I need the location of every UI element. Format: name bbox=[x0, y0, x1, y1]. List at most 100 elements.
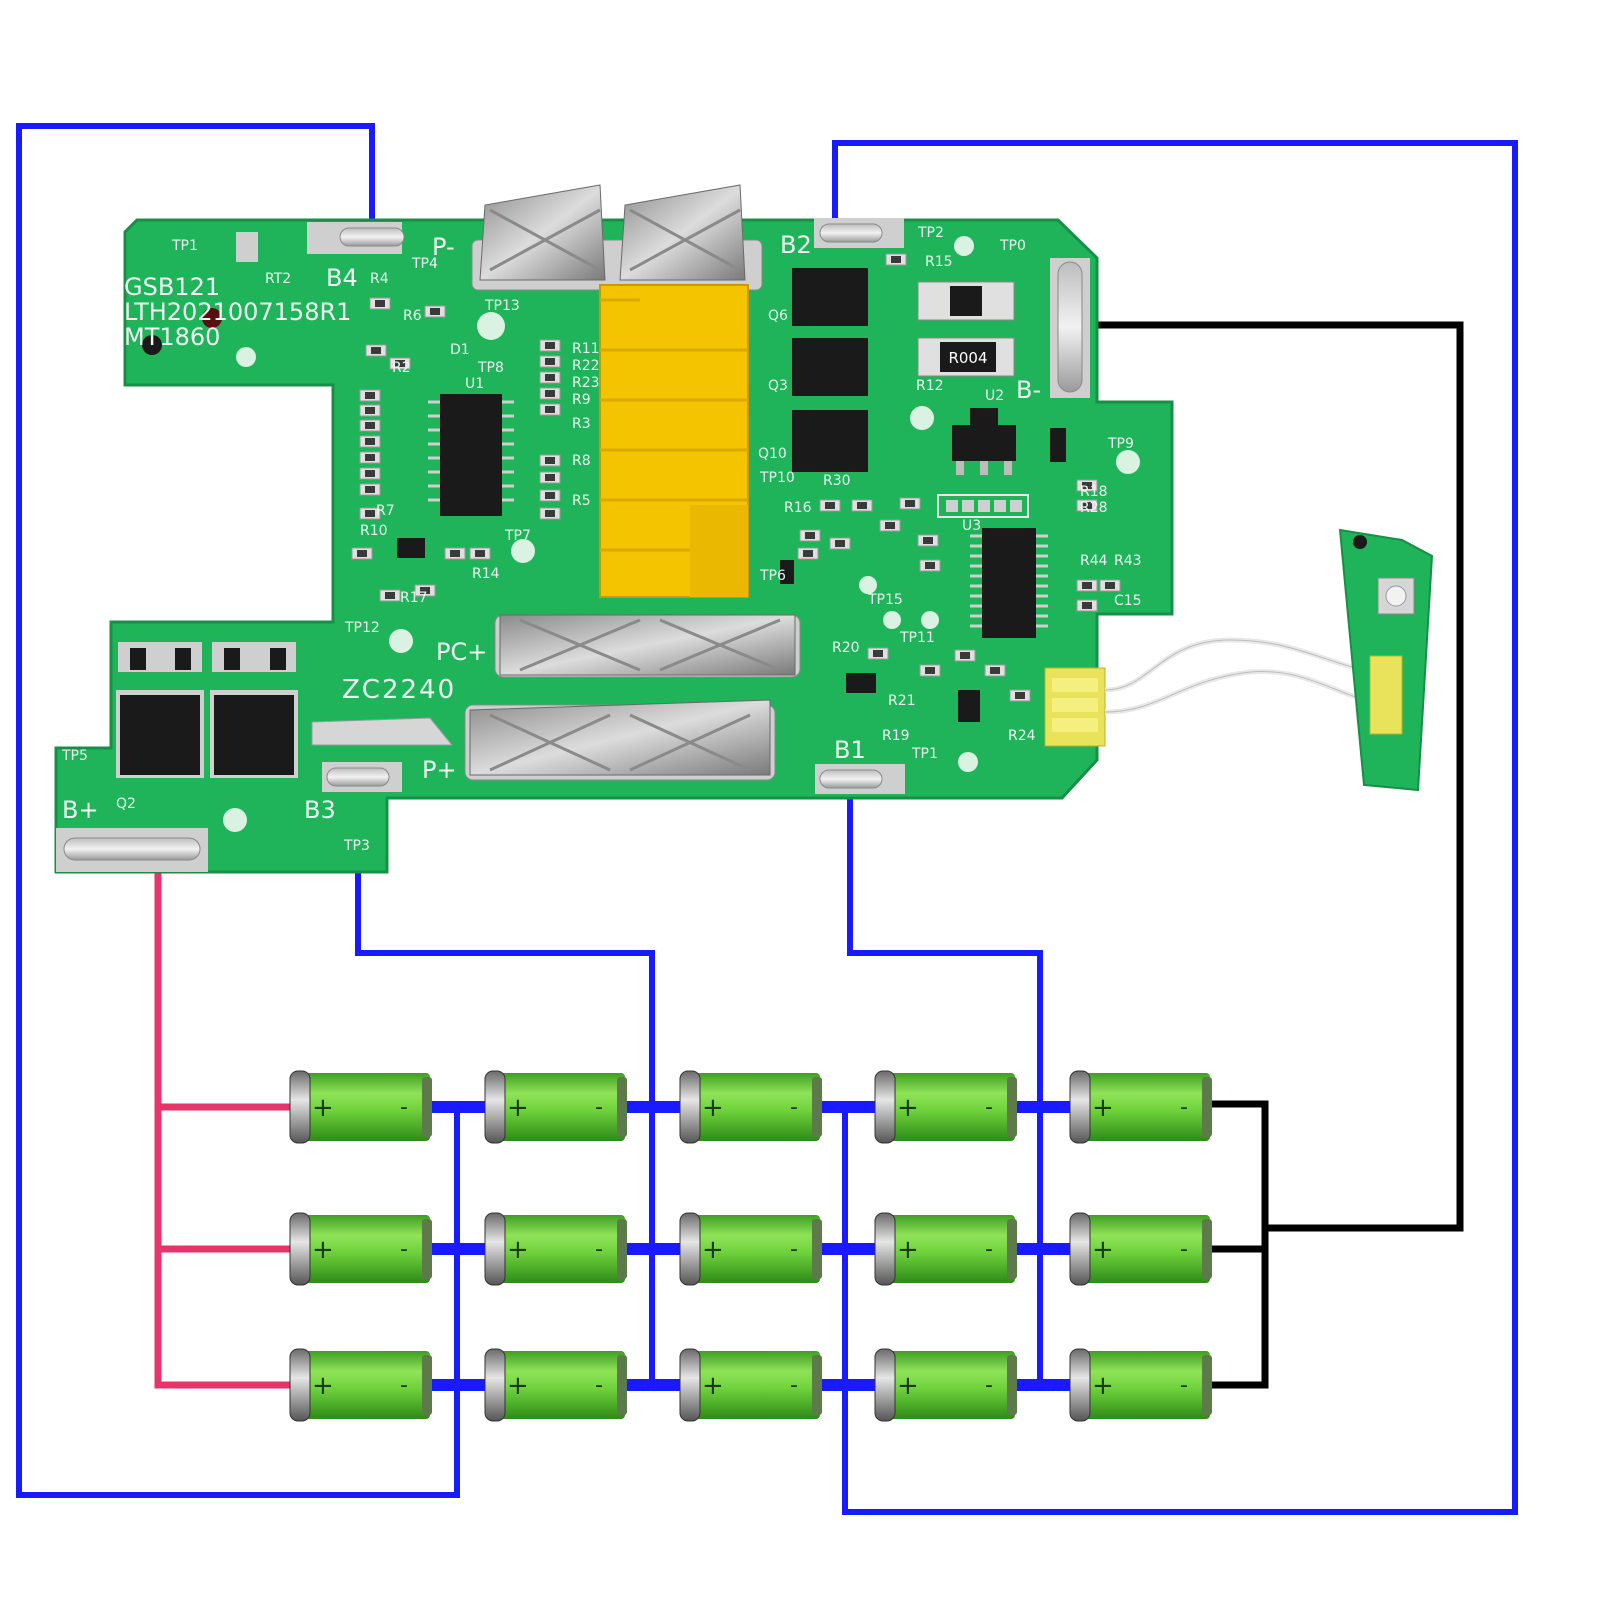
component-label: R2 bbox=[392, 360, 411, 376]
mount-hole bbox=[223, 808, 247, 832]
component-label: D1 bbox=[450, 342, 470, 358]
component-label: R28 bbox=[1080, 500, 1108, 516]
switch-board bbox=[1104, 528, 1434, 792]
cell-plus-label: + bbox=[507, 1235, 529, 1265]
component-label: R7 bbox=[376, 503, 395, 519]
testpoint-label: TP13 bbox=[484, 298, 520, 314]
component-label: R44 bbox=[1080, 553, 1108, 569]
cell-minus-label: - bbox=[985, 1095, 993, 1120]
component-label: RT2 bbox=[265, 271, 291, 287]
component-label: R19 bbox=[882, 728, 910, 744]
cell-plus-label: + bbox=[1092, 1093, 1114, 1123]
testpoint-label: TP6 bbox=[759, 568, 786, 584]
testpoint-label: TP2 bbox=[917, 225, 944, 241]
wire-b1 bbox=[847, 780, 1043, 1385]
mount-hole bbox=[389, 629, 413, 653]
testpoint-label: TP5 bbox=[61, 748, 88, 764]
battery-cell: +- bbox=[874, 1212, 1017, 1286]
switch-cable bbox=[1104, 637, 1371, 693]
cell-plus-label: + bbox=[1092, 1371, 1114, 1401]
component-label: R9 bbox=[572, 392, 591, 408]
component-label: R11 bbox=[572, 341, 600, 357]
cell-plus-label: + bbox=[897, 1235, 919, 1265]
testpoint-label: TP0 bbox=[999, 238, 1026, 254]
regulator-u2 bbox=[952, 408, 1016, 475]
component-label: R24 bbox=[1008, 728, 1036, 744]
cell-minus-label: - bbox=[985, 1373, 993, 1398]
label-pc-plus: PC+ bbox=[436, 638, 487, 666]
component-label: R30 bbox=[823, 473, 851, 489]
component-label: R18 bbox=[1080, 484, 1108, 500]
mount-hole bbox=[236, 347, 256, 367]
testpoint-label: TP4 bbox=[411, 256, 438, 272]
mosfet-q3 bbox=[792, 338, 868, 396]
wire-b-minus-bus bbox=[1205, 1100, 1269, 1389]
cell-minus-label: - bbox=[1180, 1095, 1188, 1120]
mosfet-q10 bbox=[792, 410, 868, 472]
pad-b3-slot bbox=[326, 767, 390, 787]
battery-cell: +- bbox=[874, 1070, 1017, 1144]
testpoint-label: TP15 bbox=[867, 592, 903, 608]
label-b4: B4 bbox=[326, 264, 358, 292]
component-label: R17 bbox=[400, 590, 428, 606]
cell-plus-label: + bbox=[507, 1093, 529, 1123]
cell-plus-label: + bbox=[312, 1371, 334, 1401]
thermistor bbox=[202, 308, 222, 328]
component-label: U1 bbox=[465, 376, 484, 392]
component-label: R22 bbox=[572, 358, 600, 374]
mount-hole bbox=[477, 312, 505, 340]
component-label: R3 bbox=[572, 416, 591, 432]
cell-minus-label: - bbox=[1180, 1237, 1188, 1262]
component-label: U2 bbox=[985, 388, 1004, 404]
testpoint-label: TP1 bbox=[911, 746, 938, 762]
label-b-minus: B- bbox=[1016, 376, 1041, 404]
component-label: R21 bbox=[888, 693, 916, 709]
switch-pads bbox=[1369, 655, 1403, 735]
mosfet-q2a bbox=[116, 642, 204, 778]
testpoint-label: TP11 bbox=[899, 630, 935, 646]
cell-minus-label: - bbox=[400, 1373, 408, 1398]
component-label: R14 bbox=[472, 566, 500, 582]
component-label: Q6 bbox=[768, 308, 788, 324]
component-label: R12 bbox=[916, 378, 944, 394]
component-label: U3 bbox=[962, 518, 981, 534]
component-label: Q3 bbox=[768, 378, 788, 394]
battery-cell: +- bbox=[289, 1070, 432, 1144]
battery-cell: +- bbox=[1069, 1212, 1212, 1286]
terminal-p-minus bbox=[471, 184, 763, 291]
component-label: R5 bbox=[572, 493, 591, 509]
cell-plus-label: + bbox=[312, 1235, 334, 1265]
transistor bbox=[846, 673, 876, 693]
board-id-line2: LTH2021007158R1 bbox=[124, 298, 351, 326]
board-marking: ZC2240 bbox=[342, 675, 456, 705]
cell-minus-label: - bbox=[595, 1237, 603, 1262]
battery-cell: +- bbox=[679, 1348, 822, 1422]
bms-board: R004 bbox=[54, 184, 1174, 874]
button-cable-connector bbox=[1044, 667, 1106, 747]
diode bbox=[1050, 428, 1066, 462]
testpoint-label: TP8 bbox=[477, 360, 504, 376]
transistor bbox=[397, 538, 425, 558]
cell-plus-label: + bbox=[507, 1371, 529, 1401]
board-id-line3: MT1860 bbox=[124, 323, 220, 351]
shunt-label: R004 bbox=[948, 349, 987, 367]
battery-cell: +- bbox=[679, 1070, 822, 1144]
battery-cell: +- bbox=[1069, 1070, 1212, 1144]
battery-cell: +- bbox=[289, 1212, 432, 1286]
battery-cell: +- bbox=[484, 1212, 627, 1286]
cell-array: +-+-+-+-+-+-+-+-+-+-+-+-+-+-+- bbox=[289, 1070, 1212, 1422]
mount-hole bbox=[910, 406, 934, 430]
mount-hole bbox=[958, 752, 978, 772]
label-p-plus: P+ bbox=[422, 756, 457, 784]
mount-hole bbox=[1116, 450, 1140, 474]
testpoint-label: TP1 bbox=[171, 238, 198, 254]
pad-b4-slot bbox=[339, 227, 405, 247]
header-pins bbox=[937, 494, 1029, 518]
testpoint-label: TP7 bbox=[504, 528, 531, 544]
switch-hole bbox=[1353, 535, 1367, 549]
battery-cell: +- bbox=[874, 1348, 1017, 1422]
label-p-minus: P- bbox=[432, 233, 455, 261]
component-label: R10 bbox=[360, 523, 388, 539]
wire-b2 bbox=[832, 140, 1518, 1515]
